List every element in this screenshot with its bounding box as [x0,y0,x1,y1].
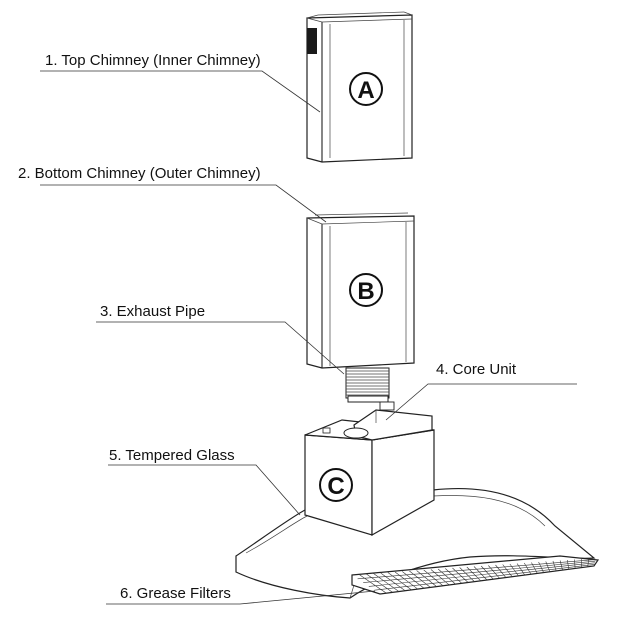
leader-bottom-chimney [40,184,327,223]
label-exhaust-pipe: 3. Exhaust Pipe [100,303,206,320]
badge-b: B [349,273,383,307]
leader-top-chimney [40,70,321,113]
label-core-unit: 4. Core Unit [436,361,517,378]
exhaust-pipe [345,367,390,403]
label-tempered-glass: 5. Tempered Glass [109,447,235,464]
leader-core-unit [385,383,577,421]
label-grease-filters: 6. Grease Filters [120,585,231,602]
label-top-chimney: 1. Top Chimney (Inner Chimney) [45,52,261,69]
vent-slot [307,28,317,54]
label-bottom-chimney: 2. Bottom Chimney (Outer Chimney) [18,165,261,182]
svg-text:B: B [357,278,374,305]
leader-tempered-glass [108,464,301,516]
leader-lines [40,70,577,605]
svg-text:A: A [357,77,374,104]
badge-c: C [319,468,353,502]
badge-a: A [349,72,383,106]
leader-exhaust-pipe [96,321,345,375]
leader-grease-filters [106,590,376,605]
svg-text:C: C [327,473,344,500]
grease-filters [351,555,600,595]
